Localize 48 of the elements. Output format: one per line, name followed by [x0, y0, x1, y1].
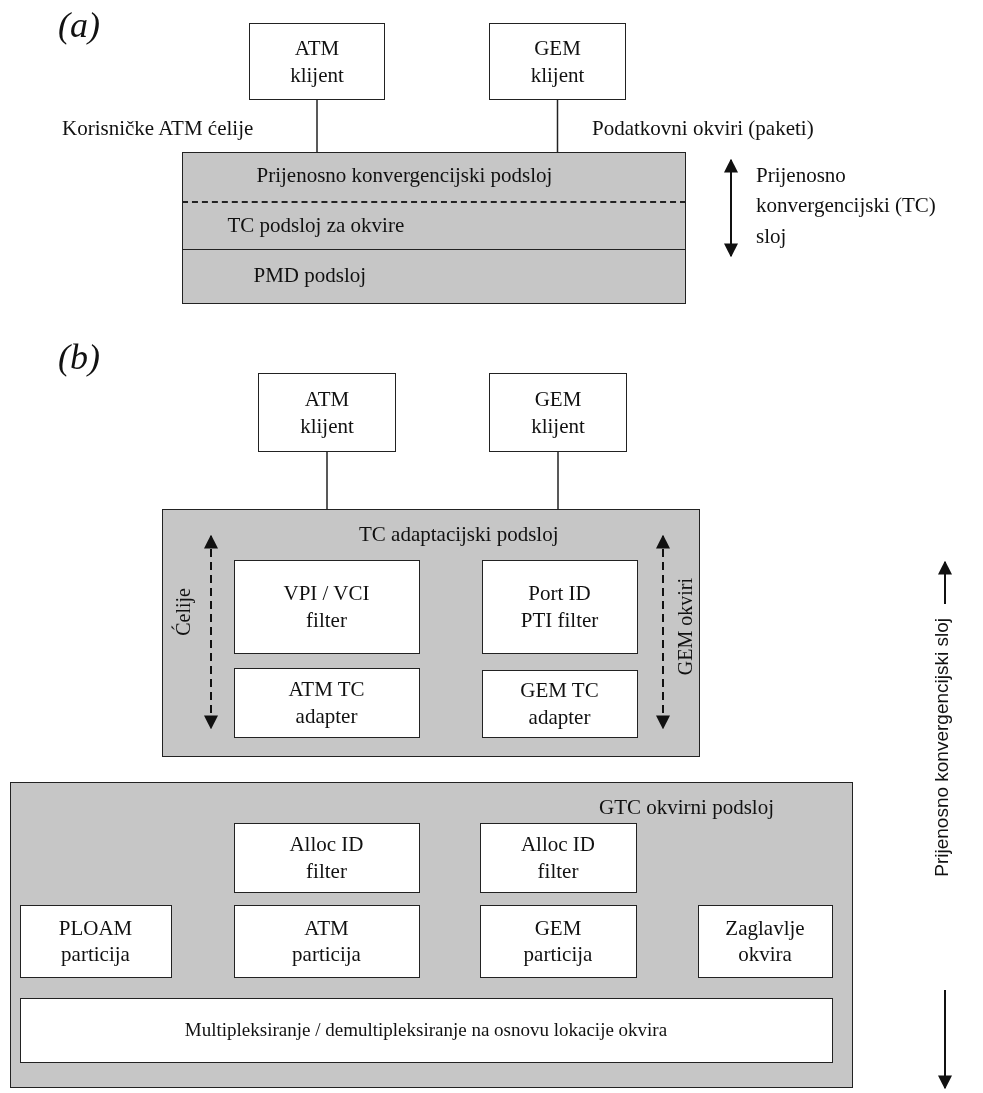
box-label: Alloc ID filter	[288, 831, 365, 884]
client-box	[489, 373, 627, 452]
box-label: GEM TC adapter	[519, 677, 600, 730]
function-box	[481, 669, 638, 738]
sublayer-label: PMD podsloj	[253, 262, 367, 289]
sublayer-box	[10, 782, 853, 1088]
box-label: Zaglavlje okvira	[724, 914, 806, 968]
direction-label: Ćelije	[172, 588, 195, 636]
panel-tag: (a)	[58, 4, 100, 46]
box-label: ATM particija	[291, 914, 362, 968]
box-label: ATM klijent	[289, 35, 345, 88]
function-box	[19, 997, 833, 1063]
client-box	[489, 23, 626, 100]
function-box	[233, 822, 420, 893]
function-box	[481, 559, 638, 654]
box-label: ATM klijent	[299, 386, 355, 439]
client-box	[258, 373, 396, 452]
box-label: Multipleksiranje / demultipleksiranje na osnovu lokacije okvira	[183, 1018, 669, 1042]
box-label: GEM klijent	[529, 35, 586, 88]
box-label: PLOAM particija	[57, 914, 134, 968]
function-box	[233, 904, 420, 978]
function-box	[479, 822, 637, 893]
sublayer-title: GTC okvirni podsloj	[599, 795, 774, 820]
sublayer-box	[162, 509, 700, 757]
direction-label: GEM okviri	[674, 578, 697, 676]
layer-label: Prijenosno konvergencijski (TC) sloj	[756, 162, 937, 250]
connector-line	[556, 99, 559, 153]
sublayer-label: TC podsloj za okvire	[227, 212, 405, 239]
layer-stack-box	[182, 152, 686, 304]
function-box	[697, 904, 833, 978]
box-label: Alloc ID filter	[519, 831, 597, 884]
panel-tag: (b)	[58, 336, 100, 378]
layer-label: Prijenosno konvergencijski sloj	[931, 618, 953, 877]
sublayer-title: TC adaptacijski podsloj	[359, 522, 559, 547]
function-box	[233, 667, 420, 738]
box-label: GEM particija	[522, 914, 594, 968]
connector-line	[316, 99, 318, 153]
sublayer-label: Prijenosno konvergencijski podsloj	[256, 163, 553, 189]
connector-line	[326, 451, 328, 510]
function-box	[19, 904, 172, 978]
box-label: Port ID PTI filter	[519, 580, 600, 633]
client-box	[249, 23, 385, 100]
function-box	[479, 904, 637, 978]
box-label: VPI / VCI filter	[282, 580, 371, 633]
box-label: GEM klijent	[530, 386, 586, 439]
connector-line	[557, 451, 559, 510]
function-box	[233, 559, 420, 654]
box-label: ATM TC adapter	[287, 676, 366, 729]
